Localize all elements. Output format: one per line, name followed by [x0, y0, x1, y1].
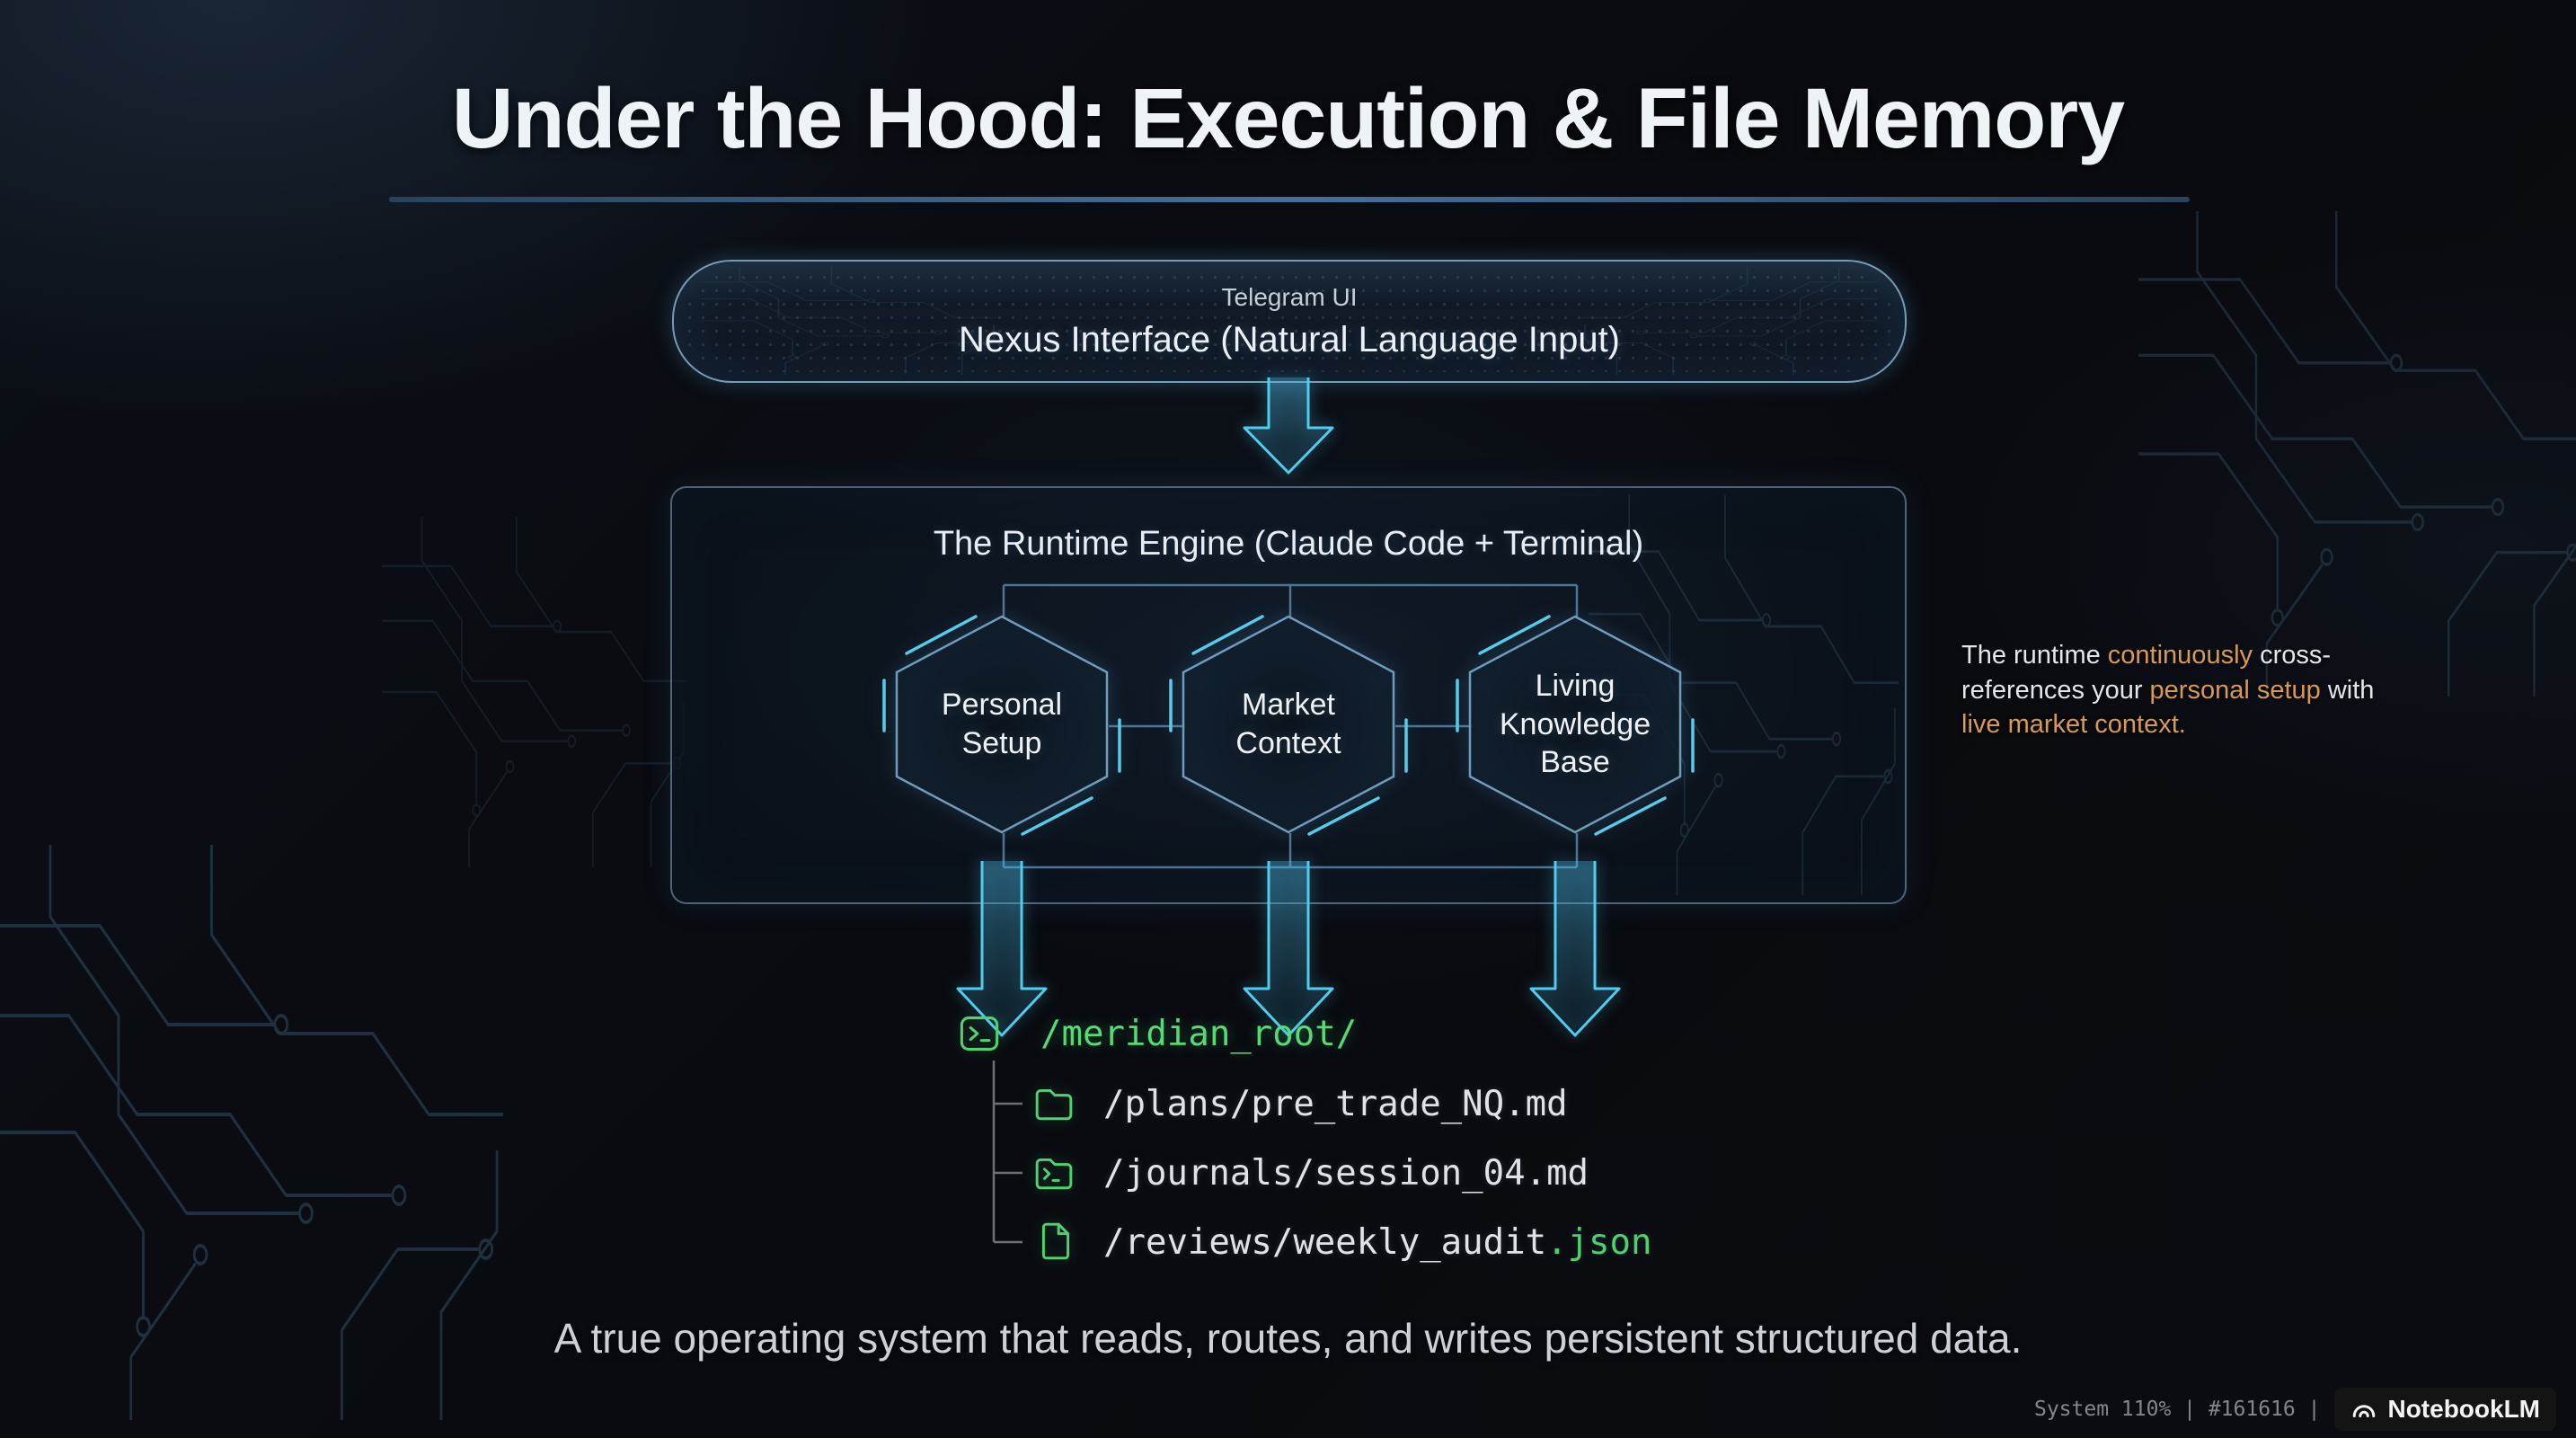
- annotation-text: The runtime: [1961, 641, 2108, 670]
- circuit-pattern-iface-left: [701, 267, 997, 375]
- hexagon-shape: [1456, 615, 1695, 836]
- interface-box: Telegram UI Nexus Interface (Natural Lan…: [672, 260, 1907, 383]
- terminal-folder-icon: [1035, 1158, 1073, 1190]
- tree-connector-lines: [992, 1061, 1022, 1244]
- interface-title: Nexus Interface (Natural Language Input): [959, 319, 1620, 360]
- notebooklm-label: NotebookLM: [2387, 1395, 2540, 1423]
- hexagon-personal-setup: Personal Setup: [872, 594, 1132, 855]
- tree-item-path: /reviews/weekly_audit: [1103, 1222, 1547, 1263]
- down-arrow-icon: [1243, 377, 1334, 475]
- hexagon-shape: [1169, 615, 1408, 836]
- annotation-highlight: live market context.: [1961, 710, 2186, 740]
- interface-subtitle: Telegram UI: [1221, 282, 1358, 311]
- tree-item-extension: .json: [1546, 1222, 1652, 1263]
- tree-item-label: /journals/session_04.md: [1103, 1153, 1589, 1194]
- runtime-engine-box: The Runtime Engine (Claude Code + Termin…: [670, 486, 1907, 904]
- page-title: Under the Hood: Execution & File Memory: [451, 71, 2125, 166]
- runtime-engine-title: The Runtime Engine (Claude Code + Termin…: [933, 525, 1644, 563]
- hexagon-market-context: Market Context: [1158, 594, 1419, 855]
- hexagon-living-knowledge-base: Living Knowledge Base: [1445, 594, 1705, 855]
- circuit-pattern-right: [2138, 211, 2576, 697]
- annotation-text: cross-references your: [1961, 641, 2332, 705]
- notebooklm-logo-icon: [2353, 1405, 2376, 1417]
- circuit-pattern-mid-left: [382, 517, 687, 867]
- down-arrow-icon: [1243, 861, 1334, 1037]
- tree-item-path: /journals/session_04.md: [1103, 1153, 1589, 1194]
- annotation-text: with: [2320, 675, 2375, 705]
- tree-root-label: /meridian_root/: [1040, 1014, 1358, 1054]
- annotation-highlight: continuously: [2107, 641, 2253, 670]
- file-icon: [1041, 1222, 1070, 1260]
- status-bar: System 110% | #161616 | NotebookLM: [2034, 1388, 2556, 1431]
- down-arrow-icon: [1529, 861, 1621, 1037]
- circuit-pattern-iface-right: [1581, 267, 1878, 375]
- folder-icon: [1035, 1088, 1073, 1121]
- tree-item-label: /plans/pre_trade_NQ.md: [1103, 1084, 1568, 1124]
- tree-item-path: /plans/pre_trade_NQ.md: [1103, 1084, 1568, 1124]
- slide-caption: A true operating system that reads, rout…: [553, 1315, 2023, 1362]
- hexagon-label: Personal Setup: [941, 688, 1063, 760]
- down-arrow-icon: [956, 861, 1048, 1037]
- tree-item-label: /reviews/weekly_audit.json: [1103, 1222, 1652, 1263]
- annotation-highlight: personal setup: [2149, 675, 2321, 705]
- system-status-text: System 110% | #161616 |: [2033, 1398, 2321, 1421]
- hexagon-label: Living Knowledge Base: [1499, 668, 1651, 780]
- notebooklm-badge: NotebookLM: [2334, 1388, 2556, 1431]
- hexagon-label: Market Context: [1235, 688, 1341, 760]
- title-underline: [389, 197, 2190, 202]
- terminal-folder-icon: [960, 1016, 999, 1051]
- hexagon-shape: [882, 615, 1121, 836]
- runtime-annotation: The runtime continuously cross-reference…: [1961, 638, 2384, 742]
